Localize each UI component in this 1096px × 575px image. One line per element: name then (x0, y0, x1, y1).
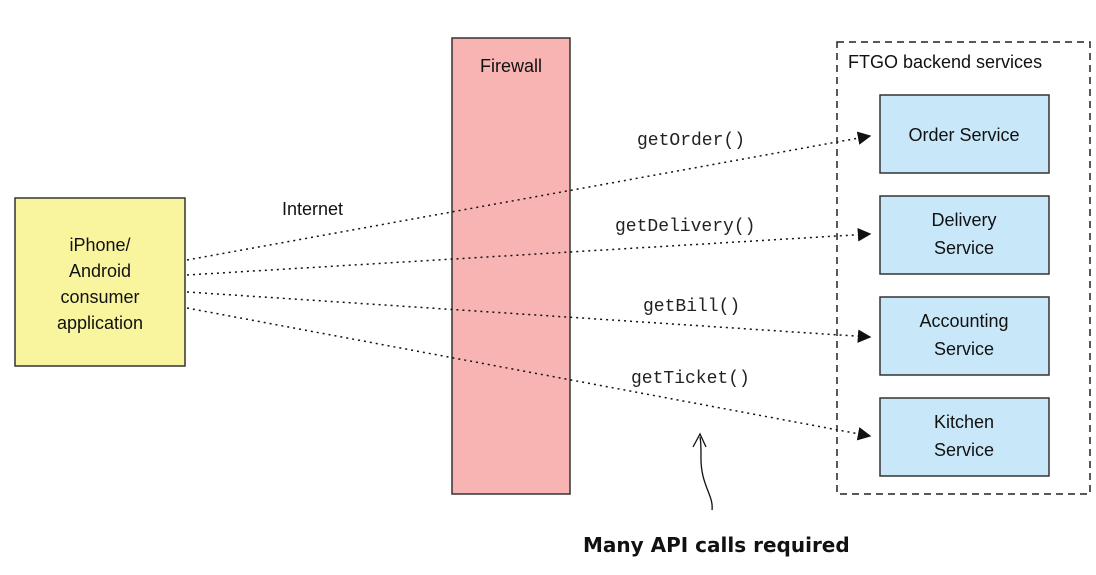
api-call-arrows (186, 131, 872, 441)
order-service-label: Order Service (908, 125, 1019, 145)
delivery-service-box (879, 195, 1050, 275)
kitchen-service-node: Kitchen Service (879, 397, 1050, 477)
annotation-pointer-head (692, 432, 707, 448)
client-label-line-3: consumer (60, 287, 139, 307)
firewall-box (451, 37, 571, 495)
accounting-service-label-line-2: Service (934, 339, 994, 359)
client-label-line-4: application (57, 313, 143, 333)
backend-services-group: FTGO backend services Order Service Deli… (836, 41, 1091, 495)
accounting-service-box (879, 296, 1050, 376)
kitchen-service-box (879, 397, 1050, 477)
get-ticket-label: getTicket() (631, 369, 750, 389)
order-service-node: Order Service (879, 94, 1050, 174)
backend-group-border (836, 41, 1091, 495)
delivery-service-label-line-2: Service (934, 238, 994, 258)
delivery-service-node: Delivery Service (879, 195, 1050, 275)
get-ticket-arrow (186, 307, 872, 441)
accounting-service-label-line-1: Accounting (919, 311, 1008, 331)
get-order-arrow (186, 131, 872, 261)
client-app-node: iPhone/ Android consumer application (14, 197, 186, 367)
get-delivery-arrow (186, 227, 872, 276)
order-service-box (879, 94, 1050, 174)
get-order-label: getOrder() (637, 131, 745, 151)
annotation: Many API calls required (583, 432, 850, 557)
internet-label: Internet (282, 199, 343, 219)
firewall-label: Firewall (480, 56, 542, 76)
annotation-pointer (699, 436, 713, 511)
kitchen-service-label-line-1: Kitchen (934, 412, 994, 432)
get-delivery-label: getDelivery() (615, 217, 755, 237)
many-api-calls-note: Many API calls required (583, 533, 850, 557)
firewall-node: Firewall (451, 37, 571, 495)
client-app-box (14, 197, 186, 367)
client-label-line-2: Android (69, 261, 131, 281)
get-bill-arrow (186, 291, 872, 343)
client-label-line-1: iPhone/ (69, 235, 130, 255)
delivery-service-label-line-1: Delivery (931, 210, 996, 230)
backend-group-title: FTGO backend services (848, 52, 1042, 72)
kitchen-service-label-line-2: Service (934, 440, 994, 460)
get-bill-label: getBill() (643, 297, 740, 317)
accounting-service-node: Accounting Service (879, 296, 1050, 376)
